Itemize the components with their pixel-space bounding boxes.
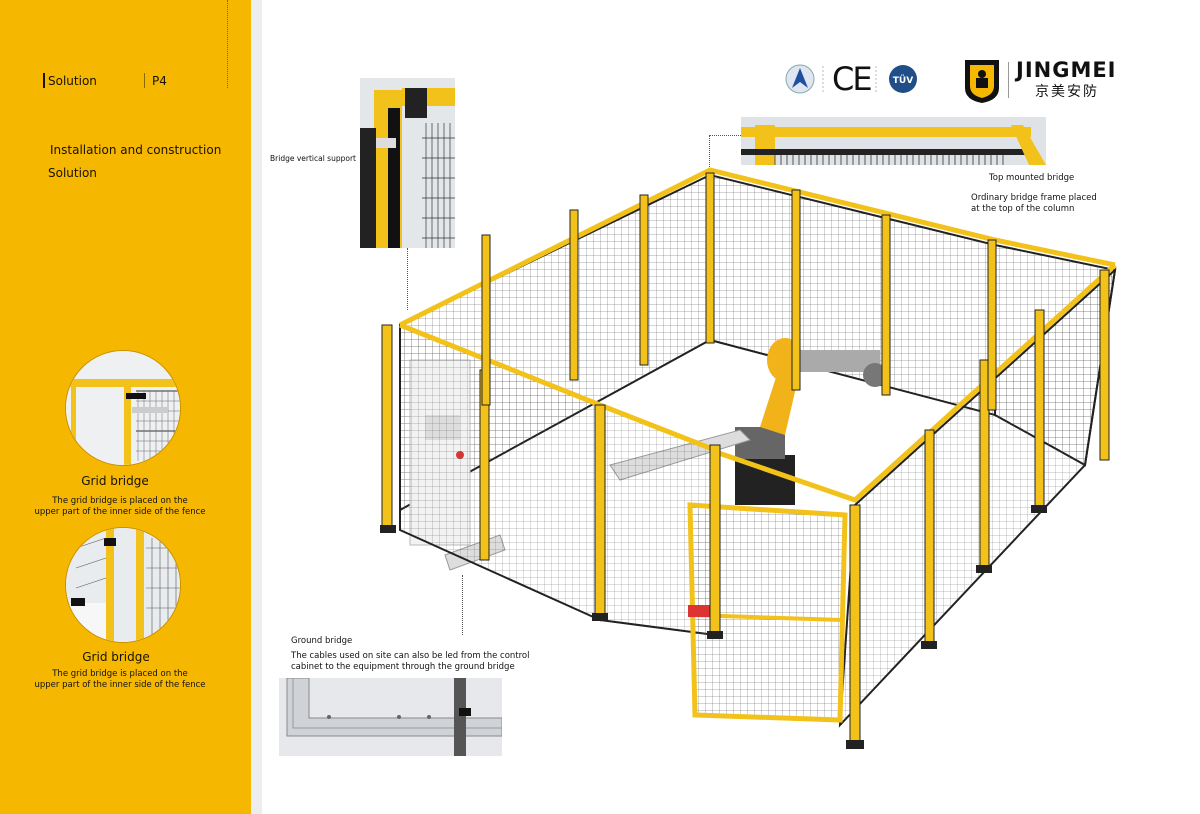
grid-bridge-desc-2: The grid bridge is placed on the xyxy=(52,669,188,679)
ground-bridge-desc: The cables used on site can also be led … xyxy=(291,651,530,661)
robot-cell-fence-illustration xyxy=(380,167,1117,749)
ground-bridge-photo xyxy=(279,678,502,756)
divider xyxy=(227,0,228,88)
ce-mark: CE xyxy=(832,60,873,98)
top-bridge-desc-2: at the top of the column xyxy=(971,204,1075,214)
page-heading: Installation and construction xyxy=(50,143,222,157)
page-number: P4 xyxy=(152,74,167,88)
page-heading-2: Solution xyxy=(48,166,97,180)
grid-bridge-desc-2b: upper part of the inner side of the fenc… xyxy=(34,680,206,690)
post-feet xyxy=(380,505,1047,749)
section-marker xyxy=(43,73,45,88)
top-bridge-photo xyxy=(741,117,1046,165)
leader-line xyxy=(462,575,463,635)
front-right-mesh xyxy=(838,267,1117,728)
top-bridge-desc: Ordinary bridge frame placed xyxy=(971,193,1097,203)
door xyxy=(687,502,848,723)
vertical-support-label: Bridge vertical support xyxy=(270,154,356,163)
sidebar: Solution P4 Installation and constructio… xyxy=(0,0,251,814)
fence-posts xyxy=(381,172,1110,746)
jingmei-logo-icon xyxy=(965,60,999,103)
leader-line xyxy=(407,248,408,310)
svg-text:TÜV: TÜV xyxy=(893,75,913,86)
tuv-icon xyxy=(889,65,917,93)
robot-arm xyxy=(735,338,887,505)
grid-bridge-photo-2 xyxy=(65,527,181,643)
divider xyxy=(144,73,145,88)
top-rail xyxy=(398,167,1116,328)
divider-strip xyxy=(251,0,262,814)
brand-name: JINGMEI xyxy=(1016,58,1117,82)
grid-bridge-photo-1 xyxy=(65,350,181,466)
leader-line xyxy=(709,135,741,136)
cert-logos: TÜV xyxy=(785,64,917,94)
leader-line xyxy=(709,135,710,175)
grid-bridge-desc-1: The grid bridge is placed on the xyxy=(52,496,188,506)
section-label: Solution xyxy=(48,74,97,88)
ground-bridge-desc-2: cabinet to the equipment through the gro… xyxy=(291,662,515,672)
grid-bridge-desc-1b: upper part of the inner side of the fenc… xyxy=(34,507,206,517)
grid-bridge-title-2: Grid bridge xyxy=(82,650,150,664)
grid-bridge-title-1: Grid bridge xyxy=(81,474,149,488)
brand-name-cn: 京美安防 xyxy=(1035,84,1099,100)
ground-bridge-title: Ground bridge xyxy=(291,636,353,646)
vertical-support-photo xyxy=(360,78,455,248)
divider xyxy=(1008,62,1009,98)
top-bridge-title: Top mounted bridge xyxy=(989,173,1075,183)
door-lock-icon xyxy=(688,605,710,617)
